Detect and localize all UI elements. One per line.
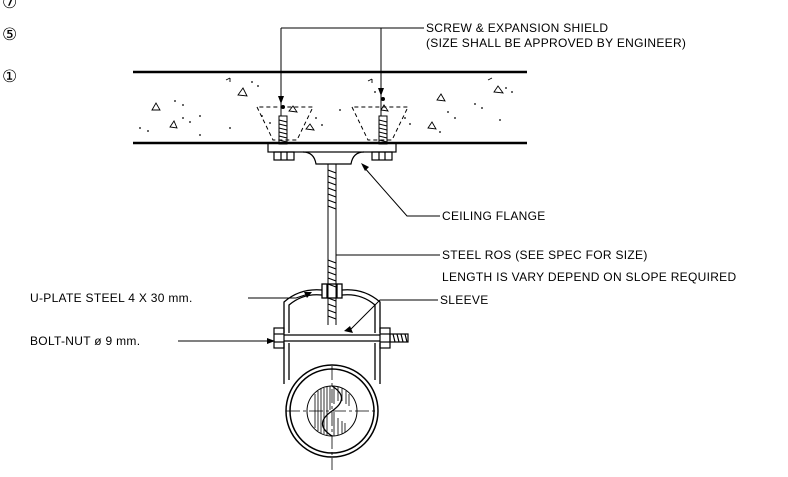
concrete-aggregate-hatch [151, 77, 504, 131]
marker-top-cut: ⑦ [2, 0, 17, 13]
leader-lines [178, 27, 440, 342]
screw-left [278, 28, 288, 145]
screw-right [378, 28, 388, 145]
callout-sleeve: SLEEVE [440, 293, 489, 307]
bolt-head-left [273, 327, 285, 349]
expansion-shield-right [351, 106, 409, 141]
arrow-sleeve [344, 326, 353, 333]
callout-steel-rod-line1: STEEL ROS (SEE SPEC FOR SIZE) [442, 248, 648, 262]
flange-boss [302, 151, 365, 165]
marker-detail-1: ① [2, 67, 17, 87]
callout-screw-line2: (SIZE SHALL BE APPROVED BY ENGINEER) [426, 36, 686, 50]
marker-detail-5: ⑤ [2, 25, 17, 45]
steel-rod [327, 164, 337, 325]
pipe-centerlines [286, 366, 378, 470]
callout-u-plate: U-PLATE STEEL 4 X 30 mm. [30, 291, 193, 305]
concrete-dots [139, 81, 513, 136]
concrete-slab [133, 70, 527, 145]
flange-nut-right [371, 151, 393, 161]
leader-sleeve [349, 299, 438, 331]
callout-screw-line1: SCREW & EXPANSION SHIELD [426, 21, 608, 35]
cross-bolt [273, 327, 409, 349]
callout-ceiling-flange: CEILING FLANGE [442, 209, 546, 223]
u-plate-hanger [283, 283, 381, 384]
leader-u-plate [248, 293, 309, 299]
arrow-bolt-nut [267, 338, 275, 344]
ceiling-flange [267, 142, 397, 165]
callout-bolt-nut: BOLT-NUT ø 9 mm. [30, 334, 140, 348]
expansion-shield-left [256, 106, 314, 141]
rod-nut [321, 283, 343, 299]
arrow-u-plate [304, 292, 312, 298]
flange-nut-left [273, 151, 295, 161]
callout-steel-rod-line2: LENGTH IS VARY DEPEND ON SLOPE REQUIRED [442, 270, 736, 284]
arrow-ceiling-flange [361, 163, 369, 171]
leader-ceiling-flange [362, 165, 440, 217]
bolt-nut-right [379, 327, 391, 349]
